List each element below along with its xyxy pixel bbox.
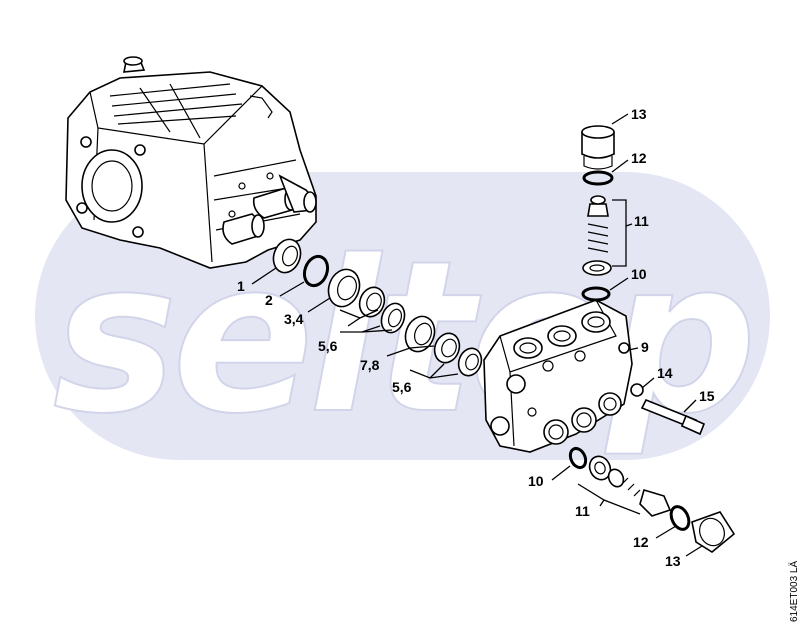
callout-labels: 1 2 3,4 5,6 7,8 5,6 13 12 11 10 9 14 15 … [237,106,715,569]
upper-valve-assembly [581,125,615,302]
callout-6: 5,6 [392,379,412,395]
callout-1: 1 [237,278,245,294]
seal-stack [272,238,483,377]
leader-lines [251,113,703,557]
watermark-text: seltop [53,215,751,460]
callout-8: 12 [631,150,647,166]
callout-14: 10 [528,473,544,489]
callout-11: 9 [641,339,649,355]
callout-13: 15 [699,388,715,404]
callout-15: 11 [575,503,590,519]
callout-12: 14 [657,365,673,381]
callout-17: 13 [665,553,681,569]
callout-5: 7,8 [360,357,380,373]
bolt-and-ring [630,383,706,436]
drawing-code: 614ET003 LÄ [788,561,800,622]
callout-7: 13 [631,106,647,122]
lower-valve-assembly [568,446,736,553]
manifold-block [483,299,633,453]
callout-16: 12 [633,534,649,550]
callout-9: 11 [634,213,649,229]
callout-2: 2 [265,292,273,308]
callout-3: 3,4 [284,311,304,327]
callout-10: 10 [631,266,647,282]
callout-4: 5,6 [318,338,338,354]
pump-housing [65,56,317,269]
